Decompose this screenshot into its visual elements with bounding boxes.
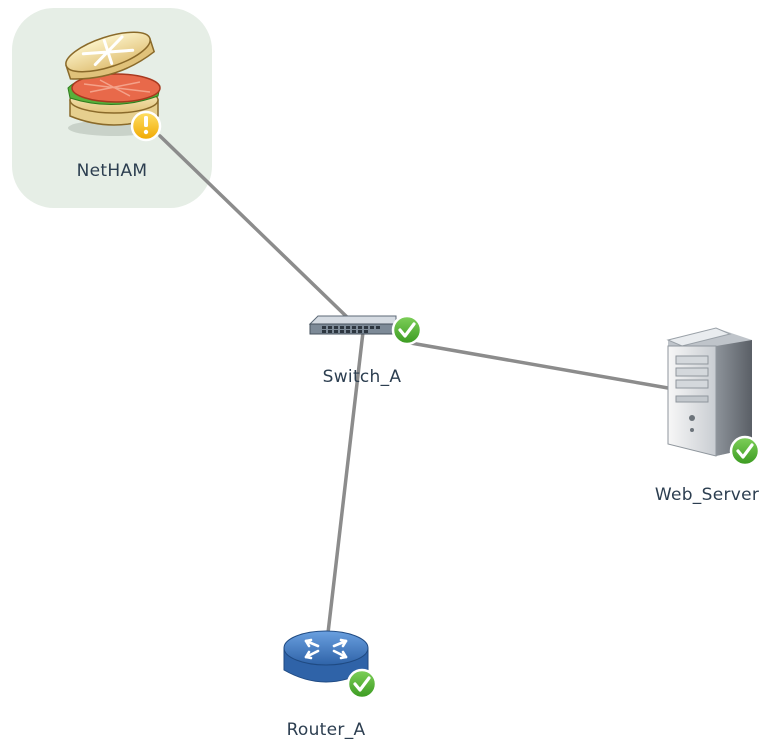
link-netham-switch[interactable] <box>158 134 350 320</box>
warning-status-icon <box>130 110 162 142</box>
router-icon <box>283 630 369 683</box>
netham-label: NetHAM <box>76 161 148 181</box>
node-netham[interactable] <box>62 24 162 142</box>
link-switch-webserver[interactable] <box>403 340 670 390</box>
ok-status-icon <box>729 435 761 467</box>
switch-a-label: Switch_A <box>322 367 402 387</box>
node-web-server[interactable] <box>666 327 761 467</box>
web-server-label: Web_Server <box>654 485 760 505</box>
server-tower-icon <box>666 327 752 457</box>
link-switch-router[interactable] <box>326 330 365 635</box>
switch-icon <box>308 315 397 335</box>
links <box>158 134 670 635</box>
netham-sandwich-icon <box>65 31 161 136</box>
ok-status-icon <box>346 668 378 700</box>
node-switch-a[interactable] <box>308 314 423 346</box>
node-router-a[interactable] <box>283 630 378 700</box>
ok-status-icon <box>391 314 423 346</box>
router-a-label: Router_A <box>286 720 366 740</box>
